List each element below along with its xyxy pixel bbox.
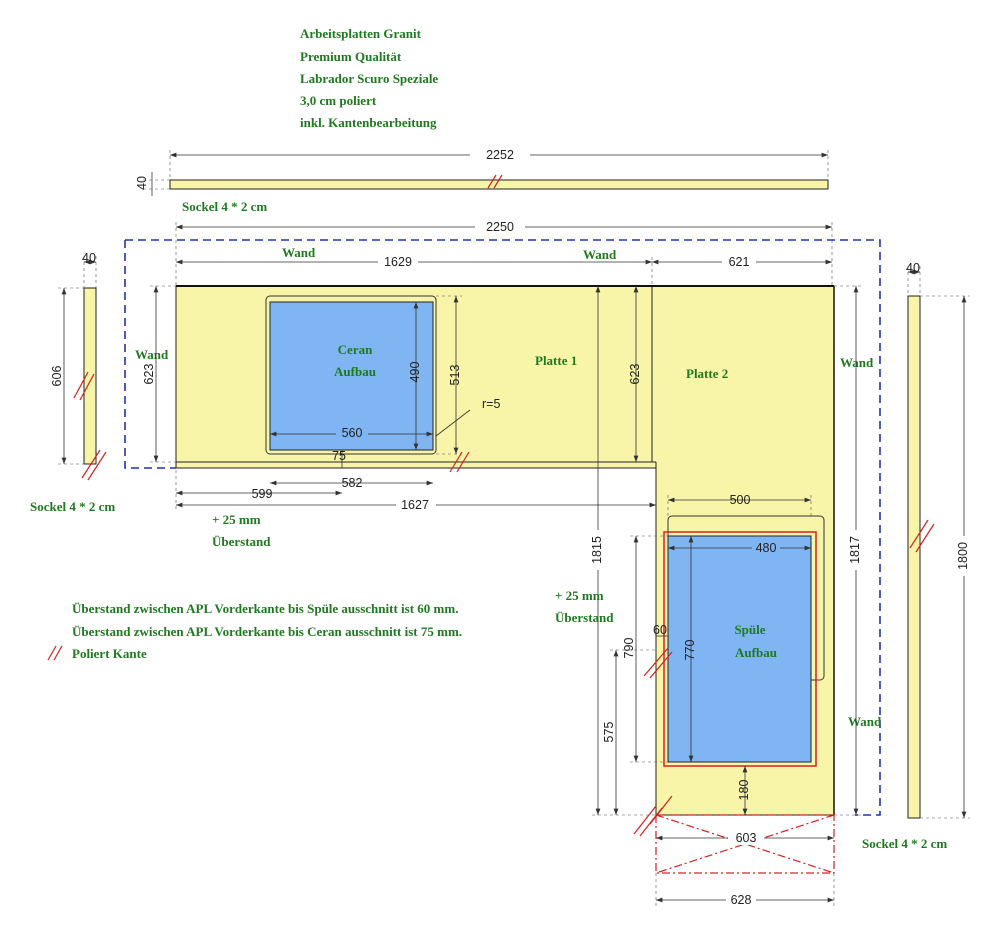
dim-sockel-top-length: 2252 bbox=[486, 148, 514, 162]
dim-ceran-outer-height: 513 bbox=[448, 365, 462, 386]
label-ueberstand-a: + 25 mm bbox=[212, 512, 261, 527]
label-radius: r=5 bbox=[482, 397, 500, 411]
label-ueberstand-b: Überstand bbox=[212, 534, 271, 549]
label-ceran-aufbau: Aufbau bbox=[334, 364, 376, 379]
end-cut: 603 628 bbox=[633, 795, 835, 907]
label-wand-right-bottom: Wand bbox=[848, 714, 882, 729]
label-wand-top-left: Wand bbox=[282, 245, 316, 260]
label-platte-1: Platte 1 bbox=[535, 353, 577, 368]
dim-total-width: 2250 bbox=[486, 220, 514, 234]
legend: Überstand zwischen APL Vorderkante bis S… bbox=[47, 601, 462, 661]
dim-right-sockel-length: 1800 bbox=[956, 542, 970, 570]
note-line-3: Labrador Scuro Speziale bbox=[300, 71, 438, 86]
dim-sink-height: 770 bbox=[683, 640, 697, 661]
label-spule-aufbau: Aufbau bbox=[735, 645, 777, 660]
dim-end-width: 628 bbox=[731, 893, 752, 907]
polished-edge-icon bbox=[47, 645, 63, 661]
label-ceran: Ceran bbox=[338, 342, 373, 357]
sockel-top: 2252 40 Sockel 4 * 2 cm bbox=[135, 146, 829, 214]
label-wand-top-right: Wand bbox=[583, 247, 617, 262]
dim-total-depth-mid: 1815 bbox=[590, 536, 604, 564]
label-sockel-left: Sockel 4 * 2 cm bbox=[30, 499, 115, 514]
dim-right-sockel-width: 40 bbox=[906, 261, 920, 275]
dim-front-platte1: 1627 bbox=[401, 498, 429, 512]
label-ueberstand-d: Überstand bbox=[555, 610, 614, 625]
note-line-4: 3,0 cm poliert bbox=[300, 93, 377, 108]
dim-depth-left: 623 bbox=[142, 364, 156, 385]
sockel-right: 40 1800 bbox=[906, 261, 972, 819]
label-sockel-right: Sockel 4 * 2 cm bbox=[862, 836, 947, 851]
legend-spule: Überstand zwischen APL Vorderkante bis S… bbox=[72, 601, 458, 616]
spec-notes: Arbeitsplatten Granit Premium Qualität L… bbox=[300, 26, 438, 130]
dim-ceran-width: 560 bbox=[342, 426, 363, 440]
dim-ceran-height: 490 bbox=[408, 362, 422, 383]
note-line-5: inkl. Kantenbearbeitung bbox=[300, 115, 437, 130]
dim-sink-outer-width: 500 bbox=[730, 493, 751, 507]
dim-ceran-outer-width: 582 bbox=[342, 476, 363, 490]
legend-poliert: Poliert Kante bbox=[72, 646, 147, 661]
dim-sink-bottom: 180 bbox=[737, 780, 751, 801]
label-spule: Spüle bbox=[734, 622, 765, 637]
label-ueberstand-c: + 25 mm bbox=[555, 588, 604, 603]
dim-sink-inner-width: 480 bbox=[756, 541, 777, 555]
note-line-1: Arbeitsplatten Granit bbox=[300, 26, 422, 41]
note-line-2: Premium Qualität bbox=[300, 49, 402, 64]
dim-end-width-inner: 603 bbox=[736, 831, 757, 845]
dim-platte2-width: 621 bbox=[729, 255, 750, 269]
dim-ceran-offset: 75 bbox=[332, 449, 346, 463]
dim-depth-mid: 623 bbox=[628, 364, 642, 385]
legend-ceran: Überstand zwischen APL Vorderkante bis C… bbox=[72, 624, 462, 639]
dim-left-sockel-width: 40 bbox=[82, 251, 96, 265]
label-wand-right-top: Wand bbox=[840, 355, 874, 370]
dim-right-depth: 1817 bbox=[848, 536, 862, 564]
label-wand-left: Wand bbox=[135, 347, 169, 362]
label-sockel-top: Sockel 4 * 2 cm bbox=[182, 199, 267, 214]
sockel-left: 40 606 bbox=[50, 251, 107, 481]
dim-sink-to-end: 575 bbox=[602, 722, 616, 743]
dim-platte1-width: 1629 bbox=[384, 255, 412, 269]
dim-ceran-position: 599 bbox=[252, 487, 273, 501]
label-platte-2: Platte 2 bbox=[686, 366, 728, 381]
dim-sink-offset: 60 bbox=[653, 623, 667, 637]
dim-sockel-top-width: 40 bbox=[135, 176, 149, 190]
dim-sink-outer-height: 790 bbox=[622, 638, 636, 659]
dim-left-sockel-length: 606 bbox=[50, 366, 64, 387]
